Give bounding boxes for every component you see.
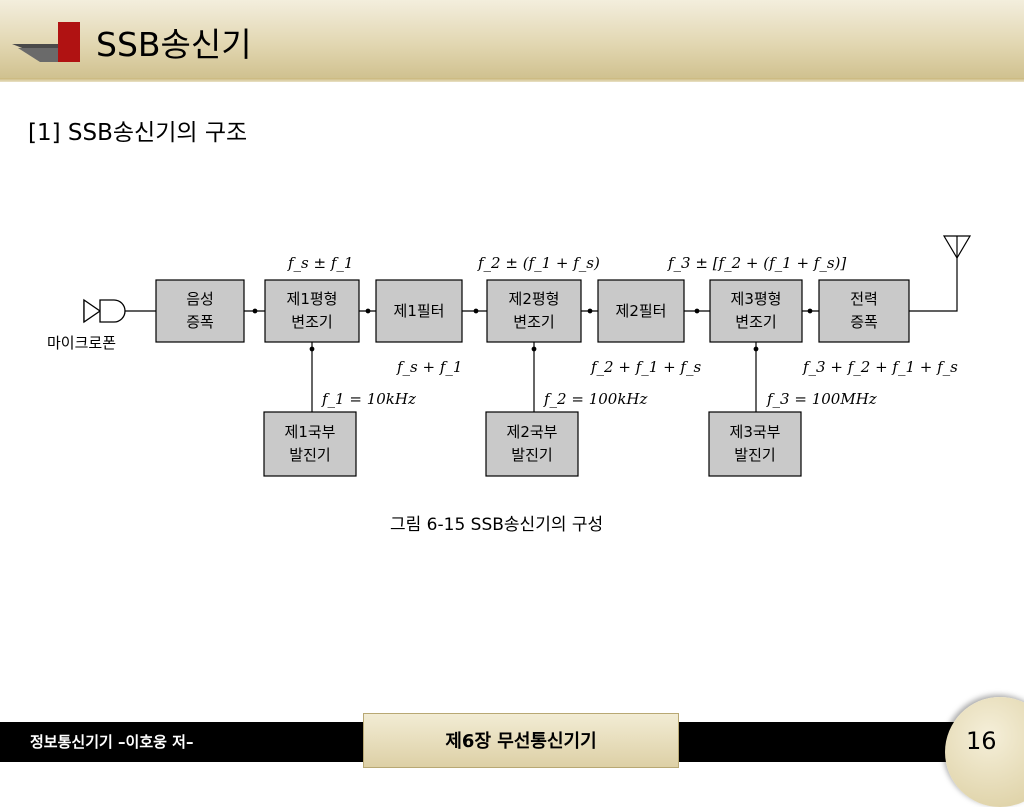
freq-label-top-2: f_2 ± (f_1 + f_s) (477, 254, 600, 272)
block-power-amp: 전력 증폭 (818, 279, 910, 343)
slide-subtitle: [1] SSB송신기의 구조 (28, 120, 248, 146)
footer-chapter-tab: 제6장 무선통신기기 (363, 713, 679, 768)
freq-label-mid-1: f_s + f_1 (396, 358, 462, 376)
local-oscillator-1: 제1국부 발진기 (263, 411, 357, 477)
microphone-icon (83, 298, 156, 324)
block-label: 발진기 (289, 446, 330, 464)
block-balanced-mod-3: 제3평형 변조기 (709, 279, 803, 343)
block-label: 제1필터 (394, 302, 445, 320)
block-label: 제2필터 (616, 302, 667, 320)
header-divider (0, 78, 1024, 82)
block-label: 제2평형 (509, 290, 560, 308)
block-filter-1: 제1필터 (375, 279, 463, 343)
block-label: 제2국부 (507, 423, 558, 441)
block-label: 전력 (850, 290, 878, 308)
block-label: 제1평형 (287, 290, 338, 308)
page-number: 16 (966, 727, 997, 755)
freq-label-top-1: f_s ± f_1 (287, 254, 353, 272)
osc-freq-1: f_1 = 10kHz (321, 390, 416, 408)
title-arrow-icon (12, 22, 80, 62)
local-oscillator-3: 제3국부 발진기 (708, 411, 802, 477)
block-filter-2: 제2필터 (597, 279, 685, 343)
block-balanced-mod-1: 제1평형 변조기 (264, 279, 360, 343)
slide-title: SSB송신기 (96, 25, 252, 64)
freq-label-mid-3: f_3 + f_2 + f_1 + f_s (802, 358, 958, 376)
freq-label-mid-2: f_2 + f_1 + f_s (590, 358, 701, 376)
microphone-label: 마이크로폰 (47, 334, 116, 352)
block-label: 변조기 (735, 313, 776, 331)
block-label: 제3국부 (730, 423, 781, 441)
block-label: 음성 (186, 290, 214, 308)
slide-header (0, 0, 1024, 80)
ssb-block-diagram: 마이크로폰 음성 증폭 제1평형 변조기 제1필터 제2평형 변조기 제2필터 … (47, 235, 972, 535)
block-label: 발진기 (511, 446, 552, 464)
signal-connectors (244, 258, 958, 314)
osc-freq-2: f_2 = 100kHz (543, 390, 648, 408)
block-voice-amp: 음성 증폭 (155, 279, 245, 343)
block-label: 제1국부 (285, 423, 336, 441)
oscillator-feed-lines (309, 342, 759, 412)
block-label: 변조기 (291, 313, 332, 331)
antenna-icon (942, 235, 972, 260)
figure-caption: 그림 6-15 SSB송신기의 구성 (390, 515, 603, 535)
local-oscillator-2: 제2국부 발진기 (485, 411, 579, 477)
block-label: 발진기 (734, 446, 775, 464)
block-label: 증폭 (186, 313, 214, 331)
footer-book-title: 정보통신기기 –이호웅 저– (30, 733, 194, 751)
block-label: 제3평형 (731, 290, 782, 308)
block-label: 변조기 (513, 313, 554, 331)
osc-freq-3: f_3 = 100MHz (766, 390, 877, 408)
block-balanced-mod-2: 제2평형 변조기 (486, 279, 582, 343)
freq-label-top-3: f_3 ± [f_2 + (f_1 + f_s)] (667, 254, 846, 272)
block-label: 증폭 (850, 313, 878, 331)
